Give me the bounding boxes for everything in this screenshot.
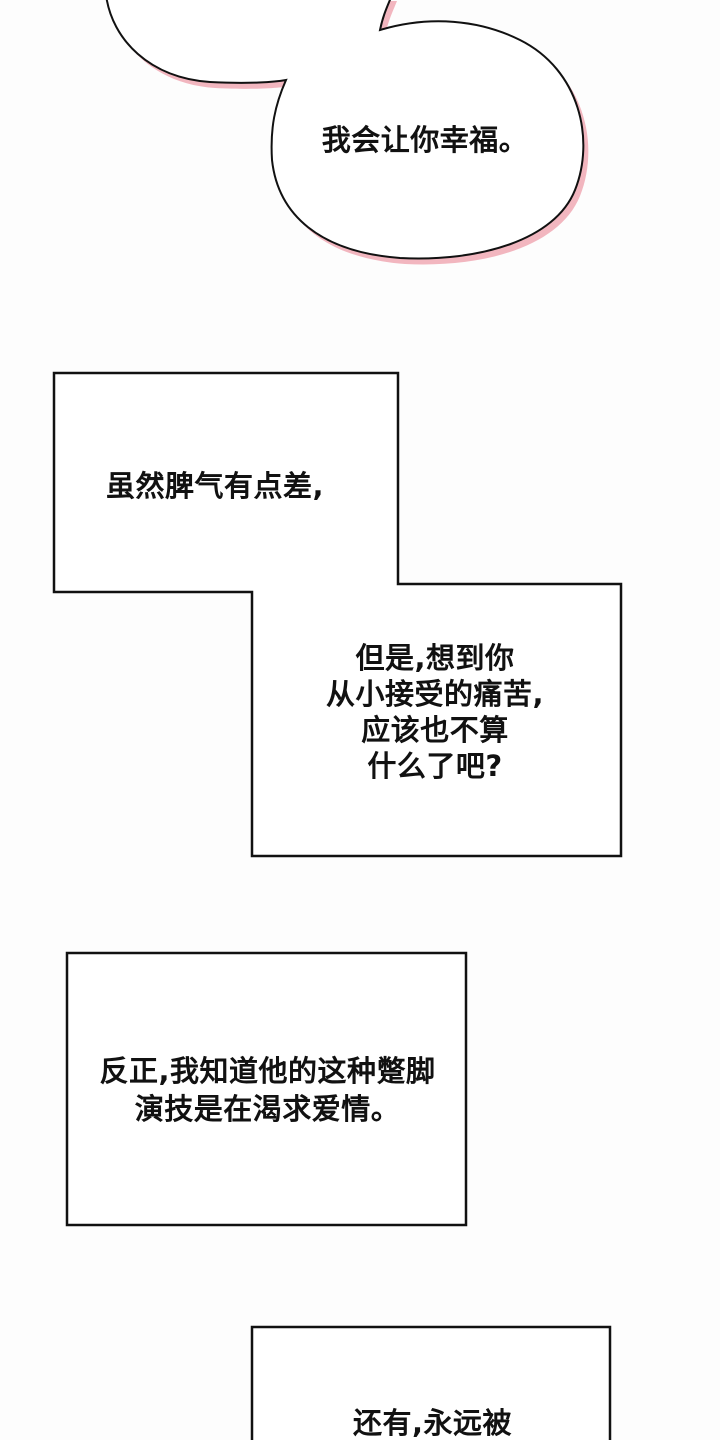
caption-box-bottom xyxy=(250,1325,612,1440)
caption-box-stepped xyxy=(52,371,623,858)
caption-text-forever: 还有,永远被 xyxy=(352,1406,513,1440)
caption-text-temper: 虽然脾气有点差, xyxy=(105,469,325,503)
caption-text-pain: 但是,想到你 从小接受的痛苦, 应该也不算 什么了吧? xyxy=(325,641,545,783)
speech-bubble-text: 我会让你幸福。 xyxy=(321,123,529,157)
caption-box-middle xyxy=(65,951,468,1227)
speech-bubble-shape xyxy=(105,0,589,265)
caption-text-acting: 反正,我知道他的这种蹩脚 演技是在渴求爱情。 xyxy=(99,1054,436,1126)
